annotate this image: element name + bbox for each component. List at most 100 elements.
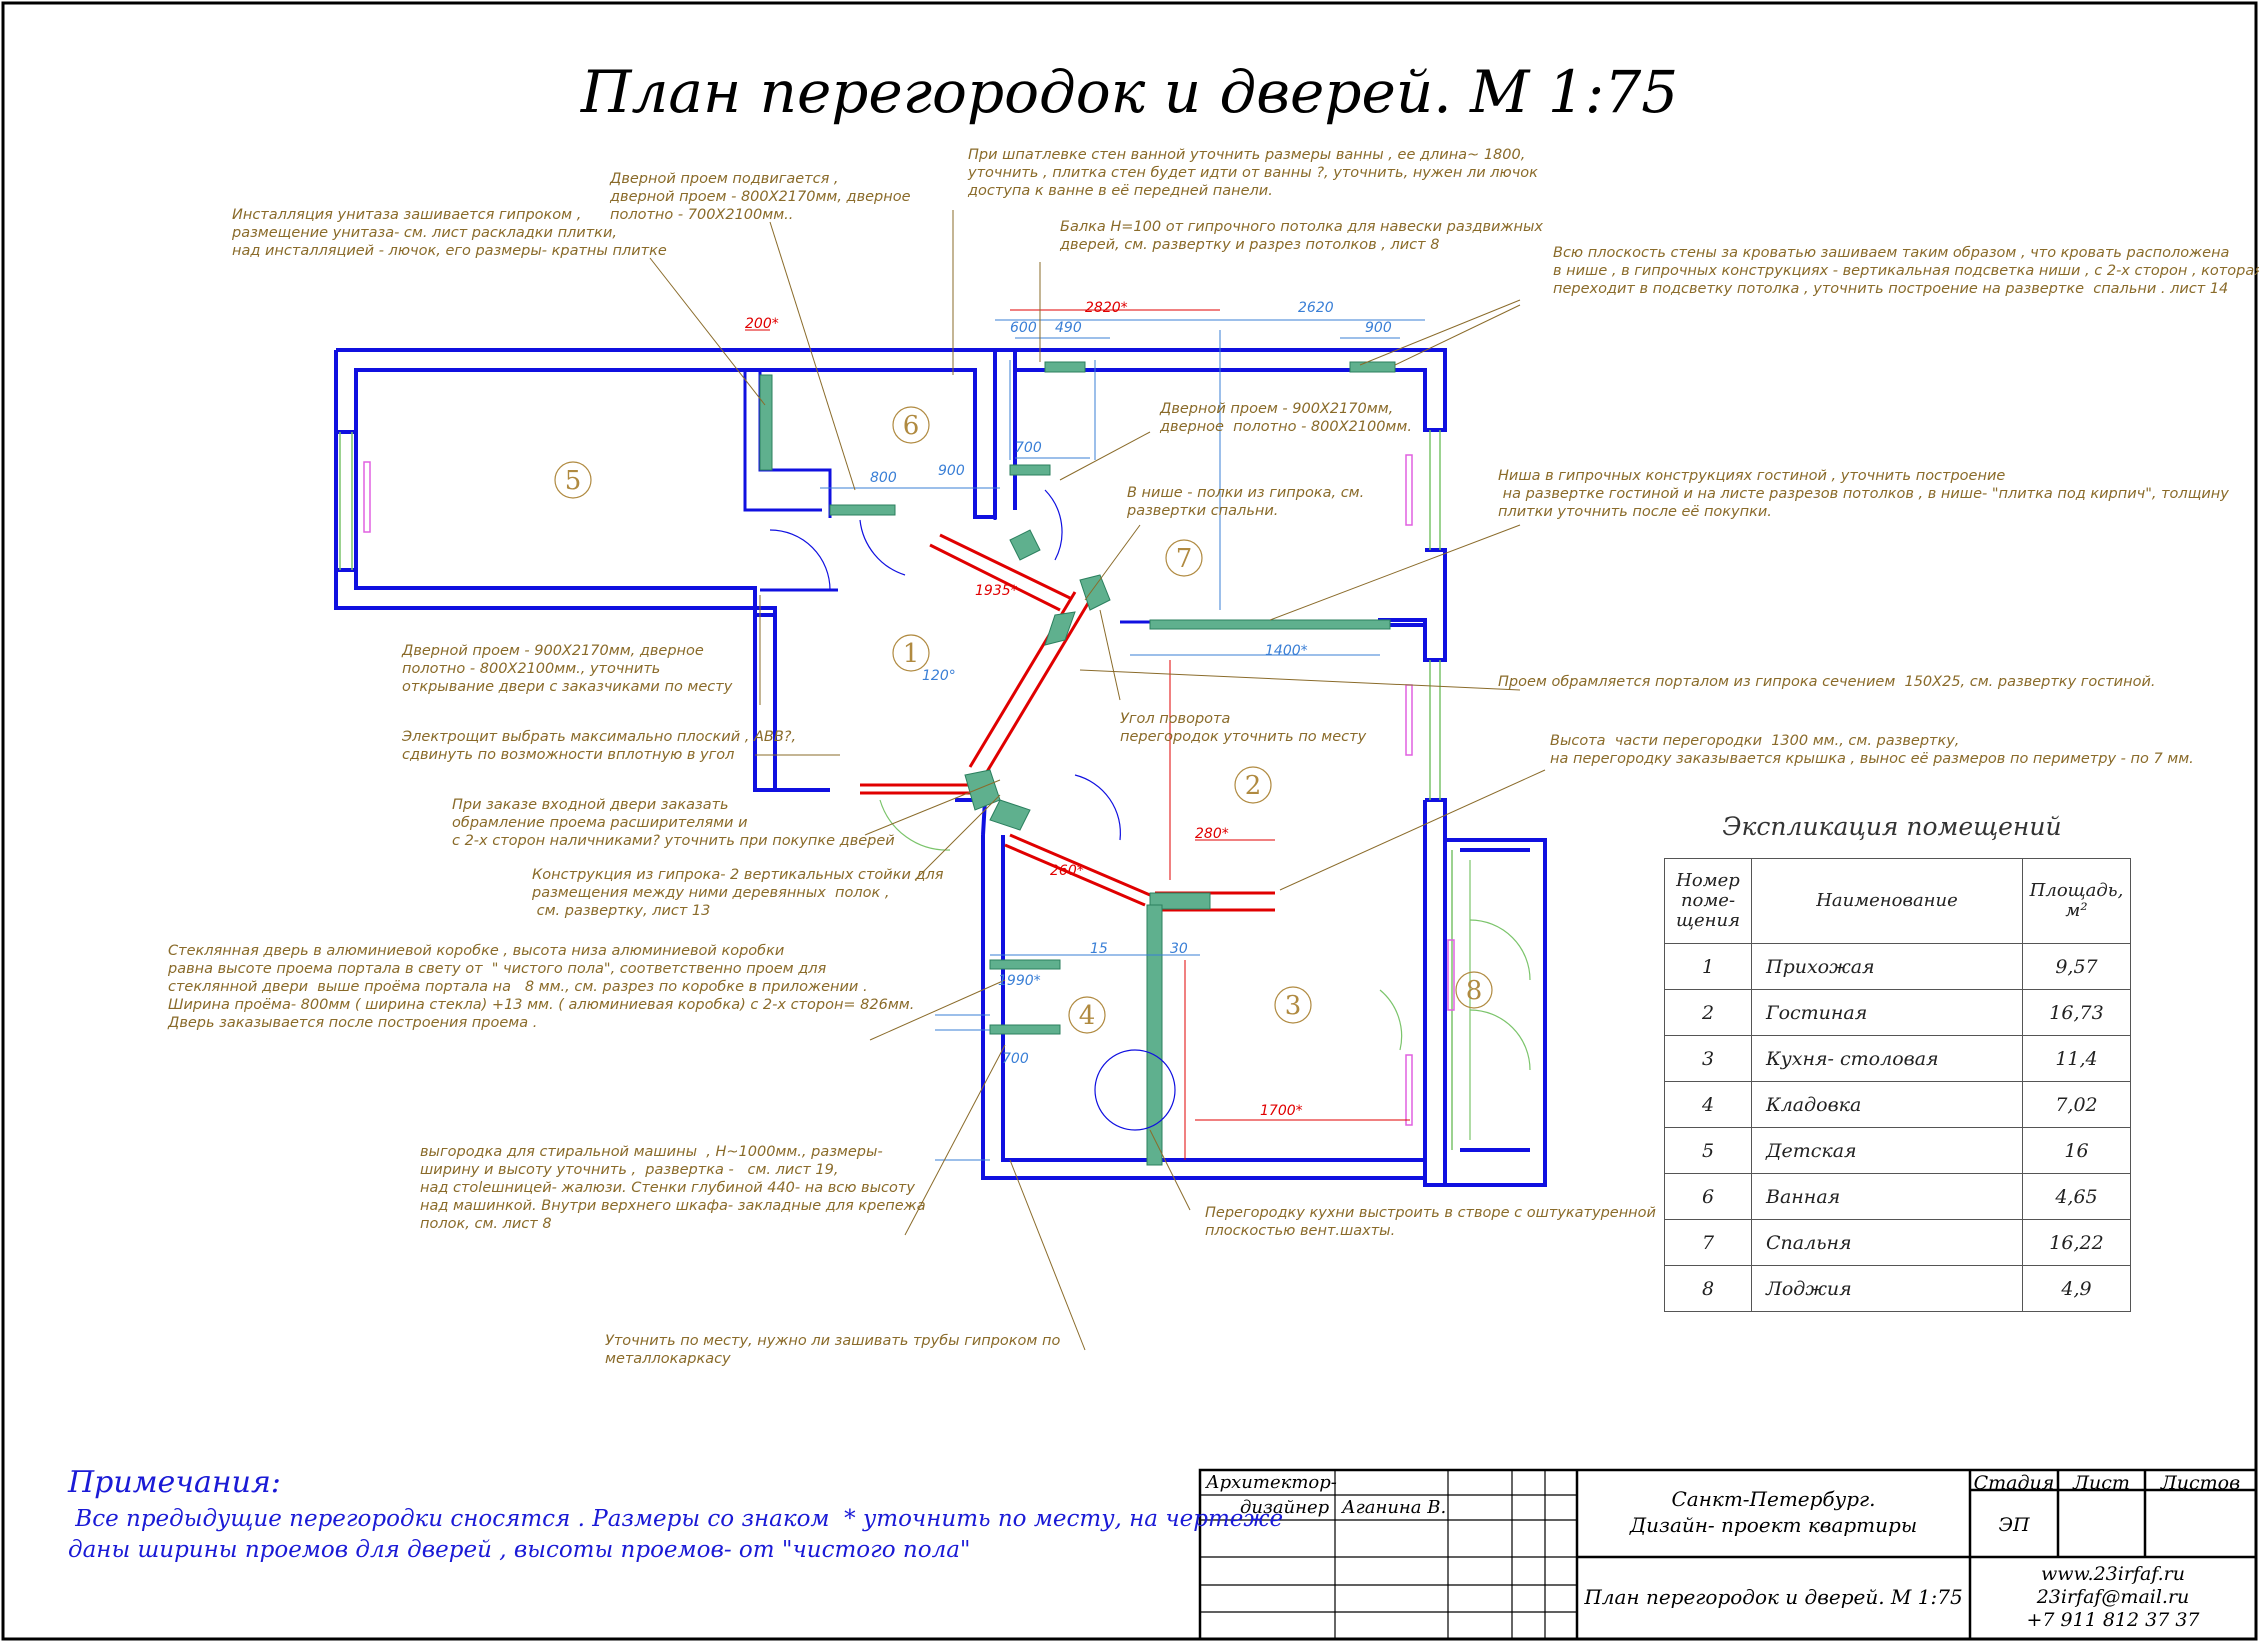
cell-number: 2 (1664, 989, 1752, 1036)
dim-label: 280* (1195, 826, 1229, 842)
explication-table: Номер поме- щения Наименование Площадь, … (1664, 858, 2131, 1312)
header-area: Площадь, м² (2022, 858, 2131, 944)
room-number-3: 3 (1285, 991, 1302, 1021)
cell-area: 7,02 (2022, 1081, 2131, 1128)
title-block-grid (1200, 1470, 1577, 1639)
note-niche-shelves: В нише - полки из гипрока, см. развертки… (1127, 485, 1365, 519)
dim-label: 260* (1050, 863, 1084, 879)
dim-label: 120° (922, 668, 956, 684)
cell-name: Прихожая (1751, 943, 2023, 990)
stamp-phone: +7 911 812 37 37 (2026, 1609, 2200, 1631)
stamp-org-project: Дизайн- проект квартиры (1629, 1513, 1918, 1537)
note-portal: Проем обрамляется порталом из гипрока се… (1498, 674, 2156, 690)
note-partition-height: Высота части перегородки 1300 мм., см. р… (1550, 733, 2194, 767)
room-number-8: 8 (1466, 976, 1483, 1006)
stamp-stage: ЭП (1998, 1514, 2030, 1536)
stamp-org-city: Санкт-Петербург. (1671, 1487, 1876, 1511)
cell-name: Кухня- столовая (1751, 1035, 2023, 1082)
door-swings (769, 489, 1176, 1131)
cell-number: 4 (1664, 1081, 1752, 1128)
cell-area: 16 (2022, 1127, 2131, 1174)
note-door-entrance: Дверной проем - 900Х2170мм, дверное поло… (402, 643, 733, 695)
dim-label: 1935* (975, 583, 1018, 599)
windows (339, 430, 1453, 1150)
room-number-1: 1 (903, 639, 920, 669)
dim-label: 700 (1015, 440, 1042, 456)
explication-title: Экспликация помещений (1722, 812, 2062, 841)
dim-label: 2620 (1298, 300, 1334, 316)
stamp-person: Аганина В. (1342, 1497, 1447, 1518)
cell-number: 1 (1664, 943, 1752, 990)
stamp-email: 23irfaf@mail.ru (2036, 1586, 2190, 1608)
stamp-stage-header: Стадия (1973, 1472, 2055, 1494)
cell-name: Гостиная (1751, 989, 2023, 1036)
note-washing-machine: выгородка для стиральной машины , Н~1000… (420, 1144, 926, 1232)
dim-label: 1990* (998, 973, 1041, 989)
stamp-site: www.23irfaf.ru (2041, 1563, 2185, 1585)
stamp-contacts: www.23irfaf.ru 23irfaf@mail.ru +7 911 81… (1970, 1563, 2256, 1632)
dim-label: 600 (1010, 320, 1037, 336)
note-bed-wall: Всю плоскость стены за кроватью зашиваем… (1553, 245, 2259, 297)
exterior-walls (334, 348, 1547, 1187)
cell-number: 6 (1664, 1173, 1752, 1220)
note-turn-angle: Угол поворота перегородок уточнить по ме… (1120, 711, 1367, 745)
dim-label: 1700* (1260, 1103, 1303, 1119)
note-door-shift: Дверной проем подвигается , дверной прое… (610, 171, 911, 223)
note-bath-plaster: При шпатлевке стен ванной уточнить разме… (968, 147, 1538, 199)
room-number-7: 7 (1176, 544, 1193, 574)
note-living-niche: Ниша в гипрочных конструкциях гостиной ,… (1498, 468, 2229, 520)
cell-area: 16,73 (2022, 989, 2131, 1036)
room-label-circles (554, 406, 1493, 1034)
dim-label: 900 (1365, 320, 1392, 336)
note-toilet-installation: Инсталляция унитаза зашивается гипроком … (232, 207, 667, 259)
room-number-6: 6 (903, 411, 920, 441)
cell-number: 5 (1664, 1127, 1752, 1174)
room-number-2: 2 (1245, 771, 1262, 801)
cell-name: Лоджия (1751, 1265, 2023, 1312)
cell-number: 3 (1664, 1035, 1752, 1082)
cell-number: 7 (1664, 1219, 1752, 1266)
note-gypsum-construction: Конструкция из гипрока- 2 вертикальных с… (532, 867, 944, 919)
door-swings-green (879, 799, 1531, 1140)
cell-area: 11,4 (2022, 1035, 2131, 1082)
stamp-sheet-title: План перегородок и дверей. М 1:75 (1584, 1585, 1963, 1609)
note-glass-door: Стеклянная дверь в алюминиевой коробке ,… (168, 943, 915, 1031)
plaster-structures (759, 361, 1396, 1166)
stamp-role-line2: дизайнер (1240, 1497, 1330, 1518)
dim-label: 700 (1002, 1051, 1029, 1067)
title-block-lines (1198, 1468, 2258, 1641)
stamp-role-line1: Архитектор- (1206, 1472, 1337, 1493)
cell-number: 8 (1664, 1265, 1752, 1312)
room-number-5: 5 (565, 466, 582, 496)
remarks-heading: Примечания: (68, 1465, 281, 1500)
dimension-labels: 200* 2820* 2620 600 490 900 700 800 900 … (745, 300, 1392, 1119)
dim-label: 800 (870, 470, 897, 486)
dim-label: 900 (938, 463, 965, 479)
cell-name: Спальня (1751, 1219, 2023, 1266)
note-electrical-panel: Электрощит выбрать максимально плоский ,… (402, 729, 797, 763)
dim-label: 2820* (1085, 300, 1128, 316)
dimension-lines (820, 319, 1425, 1161)
note-entrance-door: При заказе входной двери заказать обрамл… (452, 797, 895, 849)
stamp-sheet-header: Лист (2073, 1472, 2130, 1494)
note-kitchen-partition: Перегородку кухни выстроить в створе с о… (1205, 1205, 1656, 1239)
cell-area: 4,65 (2022, 1173, 2131, 1220)
dim-label: 490 (1055, 320, 1082, 336)
dimension-lines-red (745, 309, 1410, 1160)
new-partitions (860, 533, 1275, 912)
note-pipes: Уточнить по месту, нужно ли зашивать тру… (605, 1333, 1061, 1367)
room-number-4: 4 (1079, 1001, 1096, 1031)
drawing-title: План перегородок и дверей. М 1:75 (580, 58, 1679, 126)
remarks-text: Все предыдущие перегородки сносятся . Ра… (68, 1506, 1284, 1563)
leader-lines (649, 210, 1546, 1351)
